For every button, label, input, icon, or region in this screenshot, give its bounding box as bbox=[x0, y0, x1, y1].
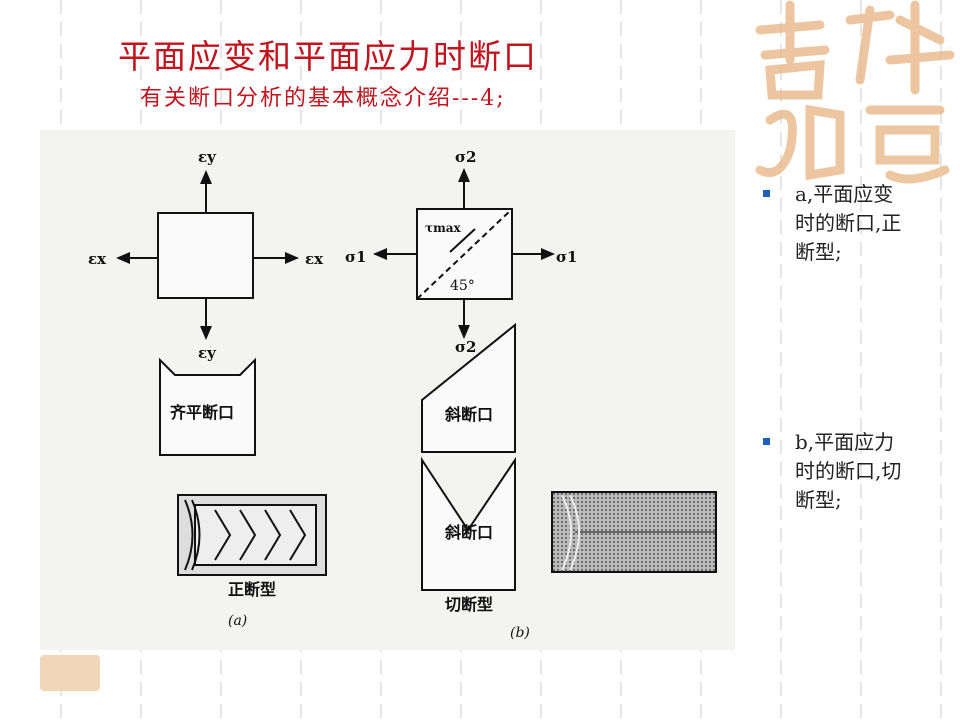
ex-right-label: εx bbox=[305, 250, 324, 268]
v-fracture-specimen bbox=[421, 456, 516, 591]
flat-fracture-specimen bbox=[159, 357, 256, 456]
sigma1-right-label: σ1 bbox=[556, 248, 578, 266]
sigma2-top-label: σ2 bbox=[455, 148, 477, 166]
small-logo bbox=[40, 655, 100, 691]
flat-fracture-label: 齐平断口 bbox=[170, 403, 234, 422]
bullet-icon bbox=[763, 190, 770, 197]
bullet-plane-strain: a,平面应变时的断口,正断型; bbox=[763, 180, 915, 267]
ex-left-label: εx bbox=[88, 250, 107, 268]
ey-top-label: εy bbox=[198, 148, 217, 166]
slant-fracture-label: 斜断口 bbox=[444, 405, 493, 424]
fracture-diagram: εy εx εx εy σ2 σ1 σ1 σ2 τmax 45° 齐平断口 斜断… bbox=[40, 130, 735, 650]
tau-max-label: τmax bbox=[425, 221, 462, 235]
shear-fracture-label: 切断型 bbox=[445, 595, 493, 614]
caption-a: (a) bbox=[228, 613, 247, 629]
strain-element-a bbox=[157, 212, 254, 299]
angle-label: 45° bbox=[450, 278, 475, 294]
ey-bottom-label: εy bbox=[198, 344, 217, 362]
slant-fracture-specimen bbox=[421, 322, 516, 453]
bullet-plane-stress: b,平面应力时的断口,切断型; bbox=[763, 428, 915, 515]
v-fracture-label: 斜断口 bbox=[444, 523, 493, 542]
sigma1-left-label: σ1 bbox=[345, 248, 367, 266]
sigma2-bottom-label: σ2 bbox=[455, 338, 477, 356]
caption-b: (b) bbox=[510, 625, 530, 641]
slide-subtitle: 有关断口分析的基本概念介绍---4; bbox=[140, 86, 506, 111]
normal-fracture-label: 正断型 bbox=[228, 580, 276, 599]
slide-title: 平面应变和平面应力时断口 bbox=[118, 37, 538, 76]
bullet-icon bbox=[763, 438, 770, 445]
logo-decoration bbox=[755, 0, 955, 184]
